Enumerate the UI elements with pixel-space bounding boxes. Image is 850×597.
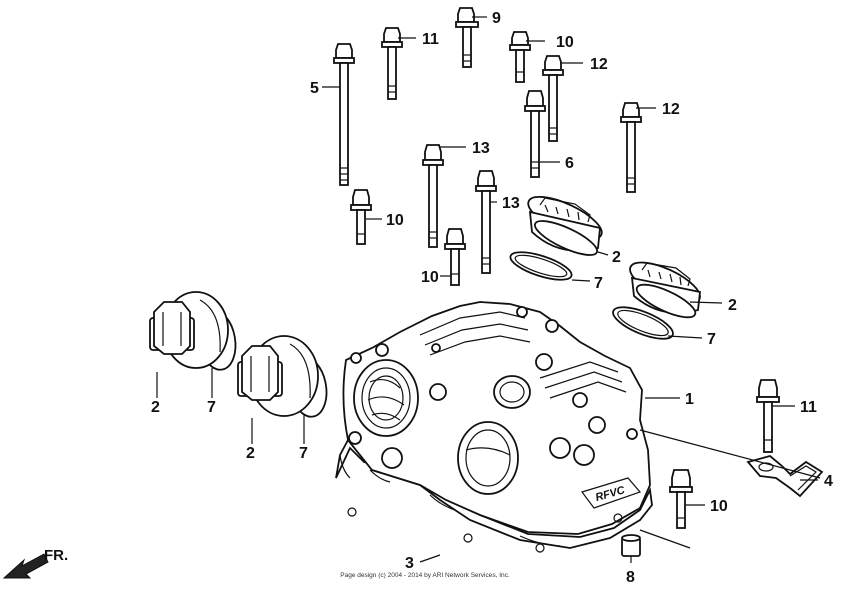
- callout-10-top: 10: [556, 34, 574, 51]
- callout-5: 5: [310, 80, 319, 97]
- callout-10-right: 10: [710, 498, 728, 515]
- plug-2-left-b: [237, 335, 319, 417]
- plug-2-lower: [629, 261, 701, 319]
- callout-2-lower: 2: [728, 297, 737, 314]
- o-ring-7-lower: [612, 306, 674, 340]
- callout-7-upper: 7: [594, 275, 603, 292]
- callout-9: 9: [492, 10, 501, 27]
- callout-13-left: 13: [472, 140, 490, 157]
- callout-11-right: 11: [800, 399, 817, 416]
- bolt-12-top: [542, 55, 564, 142]
- leader-lines: [156, 16, 821, 563]
- bolt-12-right: [620, 102, 642, 193]
- callout-11-top: 11: [422, 31, 439, 48]
- callout-6: 6: [565, 155, 574, 172]
- bolt-11-right: [756, 379, 780, 453]
- callout-13-right: 13: [502, 195, 520, 212]
- callout-2-upper: 2: [612, 249, 621, 266]
- callout-1: 1: [685, 391, 694, 408]
- bolt-10-mid: [444, 228, 466, 286]
- front-arrow-label: FR.: [44, 547, 68, 564]
- callout-12-right: 12: [662, 101, 680, 118]
- callout-10-mid: 10: [421, 269, 439, 286]
- copyright-text: Page design (c) 2004 - 2014 by ARI Netwo…: [340, 572, 510, 579]
- callout-2-left-a: 2: [151, 399, 160, 416]
- callout-12-top: 12: [590, 56, 608, 73]
- callout-3: 3: [405, 555, 414, 572]
- bracket-4: [746, 455, 824, 498]
- front-arrow-icon: [2, 553, 49, 579]
- bolt-9: [455, 7, 479, 68]
- bolt-10-left: [350, 189, 372, 245]
- plug-2-left-a: [149, 291, 229, 369]
- bolt-10-right: [669, 469, 693, 529]
- bolt-13-left: [422, 144, 444, 248]
- bolt-11-top: [381, 27, 403, 100]
- callout-8: 8: [626, 569, 635, 586]
- plug-2-upper: [527, 195, 603, 256]
- bolt-10-top: [509, 31, 531, 83]
- callout-7-lower: 7: [707, 331, 716, 348]
- dowel-pin-8: [621, 534, 641, 557]
- callout-7-left-a: 7: [207, 399, 216, 416]
- callout-2-left-b: 2: [246, 445, 255, 462]
- callout-7-left-b: 7: [299, 445, 308, 462]
- bolt-6: [524, 90, 546, 178]
- callout-10-left: 10: [386, 212, 404, 229]
- cylinder-head-cover: [335, 301, 653, 553]
- bolt-13-right: [475, 170, 497, 274]
- callout-4: 4: [824, 473, 833, 490]
- bolt-5: [333, 43, 355, 186]
- o-ring-7-upper: [509, 251, 573, 281]
